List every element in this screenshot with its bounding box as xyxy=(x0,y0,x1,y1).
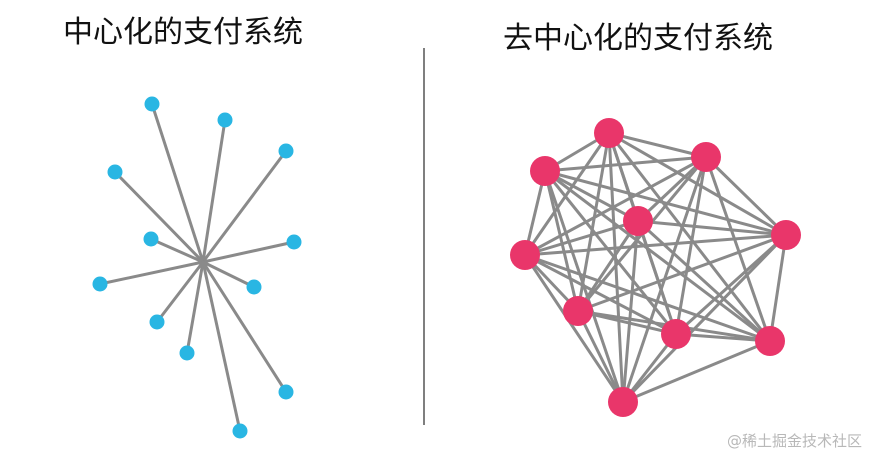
mesh-edge-23 xyxy=(704,155,772,343)
mesh-edge-5 xyxy=(523,131,611,257)
spoke-edge-8 xyxy=(201,260,256,289)
mesh-edge-38 xyxy=(523,253,772,343)
spoke-edge-4 xyxy=(113,170,205,264)
mesh-edge-8 xyxy=(607,131,772,343)
centralized-node-5 xyxy=(143,231,159,247)
mesh-edge-28 xyxy=(636,219,678,336)
spoke-edge-7 xyxy=(98,260,205,286)
mesh-edge-32 xyxy=(576,233,788,313)
centralized-node-2 xyxy=(217,112,233,128)
centralized-node-6 xyxy=(286,234,302,250)
mesh-edge-11 xyxy=(543,169,640,223)
centralized-edges xyxy=(98,102,296,433)
decentralized-node-3 xyxy=(691,142,721,172)
mesh-edge-2 xyxy=(607,131,708,159)
watermark-text: @稀土掘金技术社区 xyxy=(727,432,862,450)
centralized-node-12 xyxy=(232,423,248,439)
decentralized-nodes xyxy=(510,118,801,417)
mesh-edge-25 xyxy=(636,219,788,237)
decentralized-node-5 xyxy=(771,220,801,250)
mesh-edge-14 xyxy=(543,169,580,313)
mesh-edge-33 xyxy=(674,233,788,336)
mesh-edge-34 xyxy=(768,233,788,343)
decentralized-node-1 xyxy=(594,118,624,148)
mesh-edge-42 xyxy=(576,309,625,404)
mesh-edge-20 xyxy=(523,155,708,257)
mesh-edge-16 xyxy=(543,169,772,343)
spoke-edge-5 xyxy=(149,237,205,264)
centralized-node-11 xyxy=(278,384,294,400)
centralized-title: 中心化的支付系统 xyxy=(63,15,303,50)
decentralized-node-7 xyxy=(563,296,593,326)
spoke-edge-9 xyxy=(155,260,205,324)
decentralized-edges xyxy=(523,131,788,404)
centralized-nodes xyxy=(92,96,302,439)
decentralized-node-10 xyxy=(608,387,638,417)
mesh-edge-19 xyxy=(704,155,788,237)
mesh-edge-10 xyxy=(543,155,708,173)
centralized-node-9 xyxy=(149,314,165,330)
spoke-edge-2 xyxy=(201,118,227,264)
centralized-node-3 xyxy=(278,143,294,159)
spoke-edge-10 xyxy=(185,260,205,355)
mesh-edge-26 xyxy=(523,219,640,257)
centralized-node-7 xyxy=(92,276,108,292)
decentralized-node-2 xyxy=(530,156,560,186)
centralized-node-8 xyxy=(246,279,262,295)
mesh-edge-31 xyxy=(523,233,788,257)
mesh-edge-29 xyxy=(636,219,772,343)
centralized-node-4 xyxy=(107,164,123,180)
mesh-edge-43 xyxy=(674,332,772,343)
mesh-edge-22 xyxy=(674,155,708,336)
decentralized-node-6 xyxy=(510,240,540,270)
spoke-edge-11 xyxy=(201,260,288,394)
decentralized-node-8 xyxy=(661,319,691,349)
mesh-edge-45 xyxy=(621,339,772,404)
spoke-edge-3 xyxy=(201,149,288,264)
decentralized-node-4 xyxy=(623,206,653,236)
spoke-edge-6 xyxy=(201,240,296,264)
mesh-edge-18 xyxy=(636,155,708,223)
spoke-edge-1 xyxy=(150,102,205,264)
centralized-node-10 xyxy=(179,345,195,361)
decentralized-node-9 xyxy=(755,326,785,356)
spoke-edge-12 xyxy=(201,260,242,433)
mesh-edge-27 xyxy=(576,219,640,313)
centralized-node-1 xyxy=(144,96,160,112)
mesh-edge-37 xyxy=(523,253,678,336)
mesh-edge-12 xyxy=(543,169,788,237)
mesh-edge-39 xyxy=(523,253,625,404)
decentralized-title: 去中心化的支付系统 xyxy=(503,21,773,56)
